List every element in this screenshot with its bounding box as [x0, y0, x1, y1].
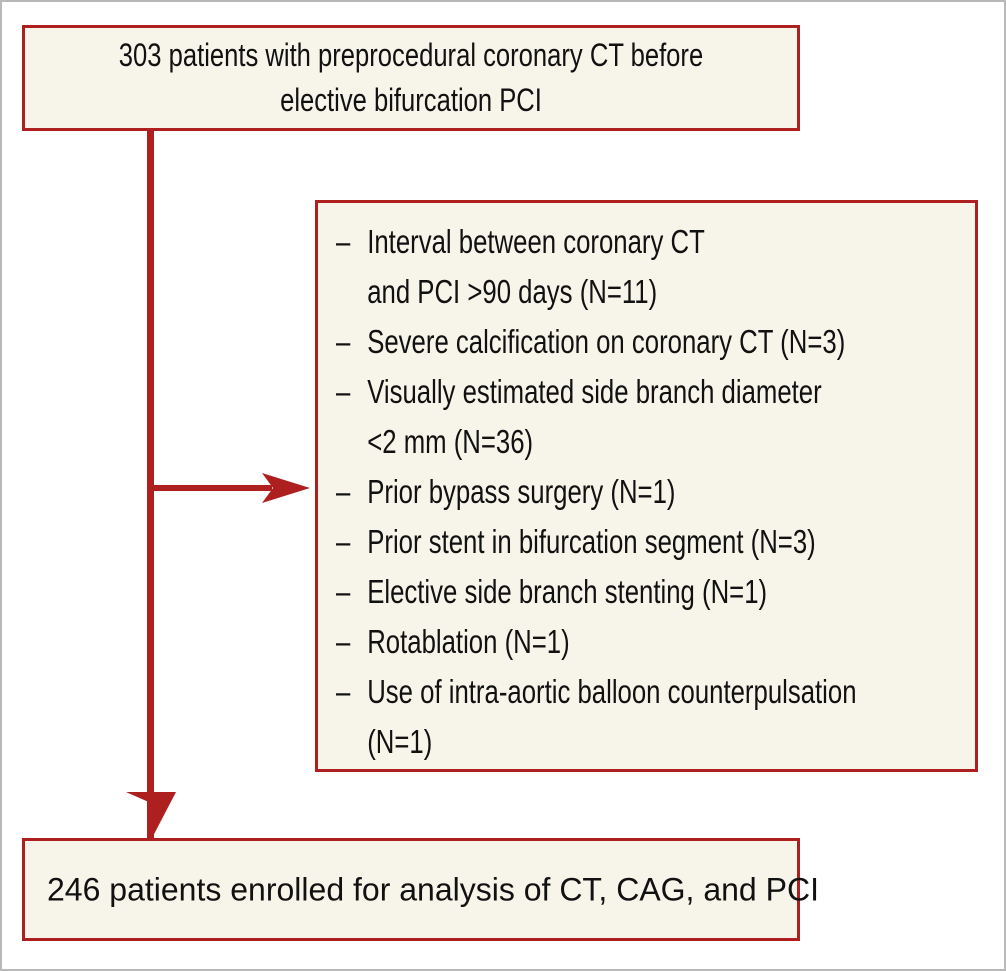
exclusion-item-side-branch-diameter-line-1: –Visually estimated side branch diameter [336, 367, 830, 417]
exclusion-item-elective-stenting-text-1: Elective side branch stenting (N=1) [367, 573, 768, 610]
bullet-dash: – [336, 523, 351, 560]
bottom-box-line-1: 246 patients enrolled for analysis of CT… [47, 871, 819, 907]
exclusion-item-balloon-pump-line-1: –Use of intra-aortic balloon counterpuls… [336, 667, 857, 717]
exclusion-item-balloon-pump-line-2: (N=1) [367, 723, 433, 760]
bullet-dash: – [336, 673, 351, 710]
exclusion-item-calcification-line-1: –Severe calcification on coronary CT (N=… [336, 317, 845, 367]
exclusion-item-bypass-surgery-line-1: –Prior bypass surgery (N=1) [336, 467, 830, 517]
exclusion-item-interval-line-2: and PCI >90 days (N=11) [367, 273, 658, 310]
bullet-dash: – [336, 623, 351, 660]
bullet-dash: – [336, 223, 351, 260]
exclusion-item-interval-text-1: Interval between coronary CT [367, 223, 705, 260]
exclusion-list: –Interval between coronary CT and PCI >9… [336, 217, 969, 767]
bullet-dash: – [336, 323, 351, 360]
exclusion-item-prior-stent: –Prior stent in bifurcation segment (N=3… [336, 517, 969, 567]
exclusion-item-rotablation-line-1: –Rotablation (N=1) [336, 617, 830, 667]
exclusion-item-bypass-surgery-text-1: Prior bypass surgery (N=1) [367, 473, 676, 510]
vertical-connector-line [147, 128, 154, 840]
bottom-box-text-block: 246 patients enrolled for analysis of CT… [47, 867, 819, 912]
exclusion-item-bypass-surgery: –Prior bypass surgery (N=1) [336, 467, 969, 517]
exclusion-item-elective-stenting-line-1: –Elective side branch stenting (N=1) [336, 567, 830, 617]
exclusion-item-side-branch-diameter: –Visually estimated side branch diameter… [336, 367, 969, 467]
top-box-text-block: 303 patients with preprocedural coronary… [25, 33, 797, 123]
arrowhead-down-icon [126, 792, 176, 840]
exclusion-item-interval-line-1: –Interval between coronary CT [336, 217, 830, 267]
horizontal-connector-line [147, 485, 272, 491]
arrowhead-right-icon [262, 473, 310, 503]
exclusion-item-calcification-text-1: Severe calcification on coronary CT (N=3… [367, 323, 846, 360]
bullet-dash: – [336, 373, 351, 410]
top-box-line-1: 303 patients with preprocedural coronary… [118, 37, 704, 73]
exclusion-item-balloon-pump-text-1: Use of intra-aortic balloon counterpulsa… [367, 673, 857, 710]
exclusion-criteria-box: –Interval between coronary CT and PCI >9… [315, 200, 978, 772]
exclusion-item-rotablation-text-1: Rotablation (N=1) [367, 623, 570, 660]
exclusion-item-elective-stenting: –Elective side branch stenting (N=1) [336, 567, 969, 617]
exclusion-item-prior-stent-text-1: Prior stent in bifurcation segment (N=3) [367, 523, 816, 560]
enrollment-top-box: 303 patients with preprocedural coronary… [22, 25, 800, 131]
exclusion-item-side-branch-diameter-line-2: <2 mm (N=36) [367, 423, 534, 460]
exclusion-item-prior-stent-line-1: –Prior stent in bifurcation segment (N=3… [336, 517, 830, 567]
final-cohort-box: 246 patients enrolled for analysis of CT… [22, 838, 819, 941]
exclusion-item-calcification: –Severe calcification on coronary CT (N=… [336, 317, 969, 367]
exclusion-item-interval: –Interval between coronary CT and PCI >9… [336, 217, 969, 317]
exclusion-item-side-branch-diameter-text-1: Visually estimated side branch diameter [367, 373, 822, 410]
exclusion-item-rotablation: –Rotablation (N=1) [336, 617, 969, 667]
top-box-line-2: elective bifurcation PCI [280, 82, 542, 118]
exclusion-item-balloon-pump: –Use of intra-aortic balloon counterpuls… [336, 667, 969, 767]
bullet-dash: – [336, 473, 351, 510]
bullet-dash: – [336, 573, 351, 610]
